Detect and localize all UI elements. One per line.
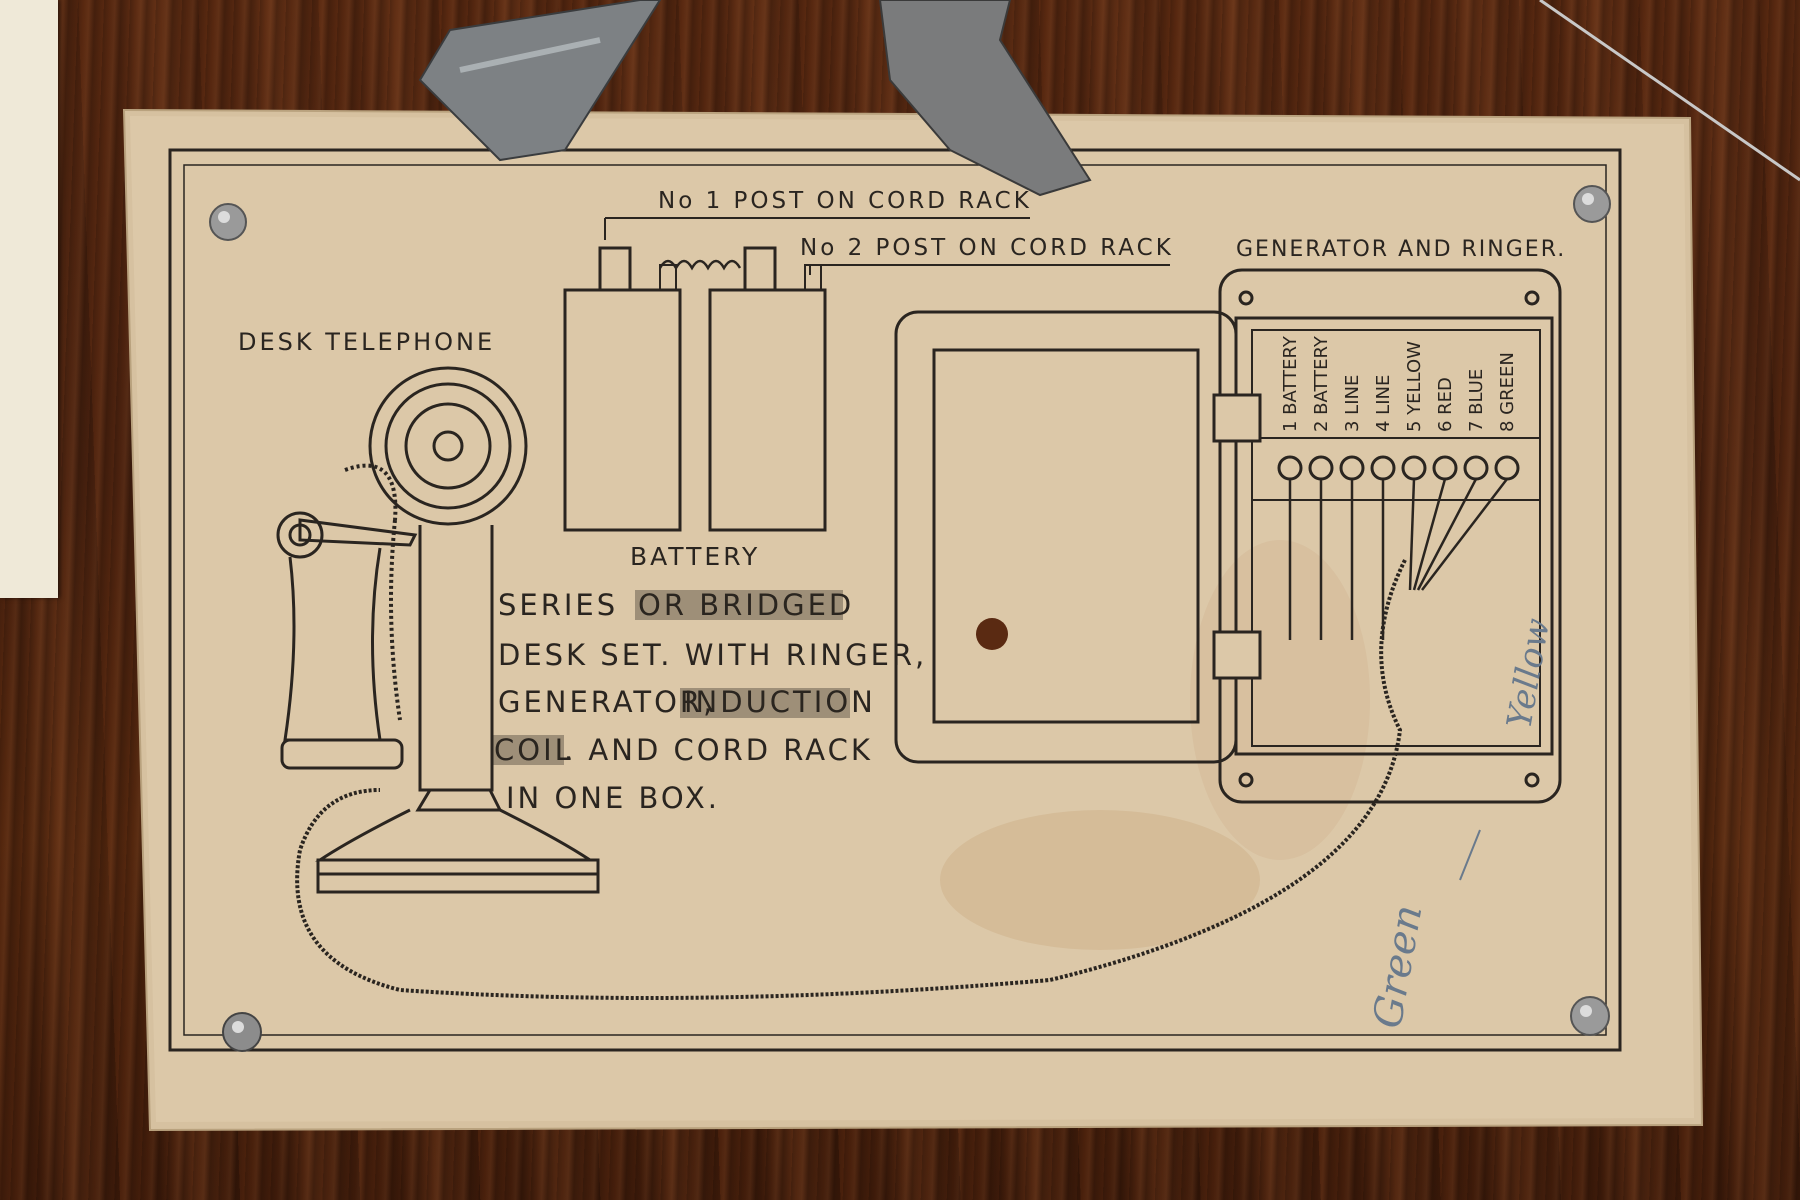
inner-border bbox=[183, 164, 1607, 1036]
metal-clip bbox=[418, 0, 662, 162]
terminal-strip: 1 BATTERY 2 BATTERY 3 LINE 4 LINE 5 YELLOW 6 … bbox=[1277, 335, 1520, 640]
candlestick-telephone-icon bbox=[276, 366, 600, 894]
terminal-wire bbox=[1412, 478, 1447, 591]
pencil-arrow bbox=[1459, 829, 1481, 881]
desc-line-1b-struck: OR BRIDGED bbox=[638, 588, 854, 622]
post-2-label: No 2 POST ON CORD RACK bbox=[800, 235, 1174, 261]
generator-ringer-label: GENERATOR AND RINGER. bbox=[1236, 237, 1566, 262]
desc-line-1a: SERIES bbox=[498, 588, 618, 622]
desc-line-3b-struck: INDUCTION bbox=[684, 685, 876, 719]
terminal-label: 8 GREEN bbox=[1497, 352, 1518, 432]
battery-label: BATTERY bbox=[630, 542, 760, 571]
rivet-icon bbox=[209, 203, 247, 241]
adjacent-paper-sheet bbox=[0, 0, 58, 598]
description-block: SERIES OR BRIDGED DESK SET. WITH RINGER,… bbox=[492, 588, 927, 815]
outer-border bbox=[168, 148, 1622, 1052]
desc-line-4b: . AND CORD RACK bbox=[564, 733, 873, 767]
rivet-icon bbox=[1570, 996, 1610, 1036]
rivet-icon bbox=[222, 1012, 262, 1052]
terminal-label: 5 YELLOW bbox=[1404, 341, 1425, 432]
post-1-label: No 1 POST ON CORD RACK bbox=[658, 188, 1032, 214]
terminal-wire bbox=[1421, 478, 1508, 591]
terminal-label: 2 BATTERY bbox=[1311, 335, 1332, 432]
battery-cells bbox=[563, 246, 827, 532]
desk-telephone-label: DESK TELEPHONE bbox=[238, 328, 495, 356]
terminal-label: 4 LINE bbox=[1373, 375, 1394, 432]
terminal-label: 7 BLUE bbox=[1466, 369, 1487, 432]
terminal-label: 1 BATTERY bbox=[1280, 335, 1301, 432]
desc-line-3a: GENERATOR, bbox=[498, 685, 715, 719]
metal-hook bbox=[878, 0, 1092, 197]
desc-line-5: IN ONE BOX. bbox=[506, 781, 720, 815]
terminal-label: 3 LINE bbox=[1342, 375, 1363, 432]
rivet-icon bbox=[1573, 185, 1611, 223]
terminal-wire bbox=[1416, 478, 1478, 591]
terminal-label: 6 RED bbox=[1435, 377, 1456, 432]
wire-pin bbox=[1539, 0, 1800, 182]
telephone-cord bbox=[295, 559, 1407, 1000]
terminal-wire bbox=[1408, 478, 1416, 591]
desc-line-4a-struck: COIL bbox=[494, 733, 574, 767]
desc-line-2: DESK SET. WITH RINGER, bbox=[498, 638, 927, 672]
